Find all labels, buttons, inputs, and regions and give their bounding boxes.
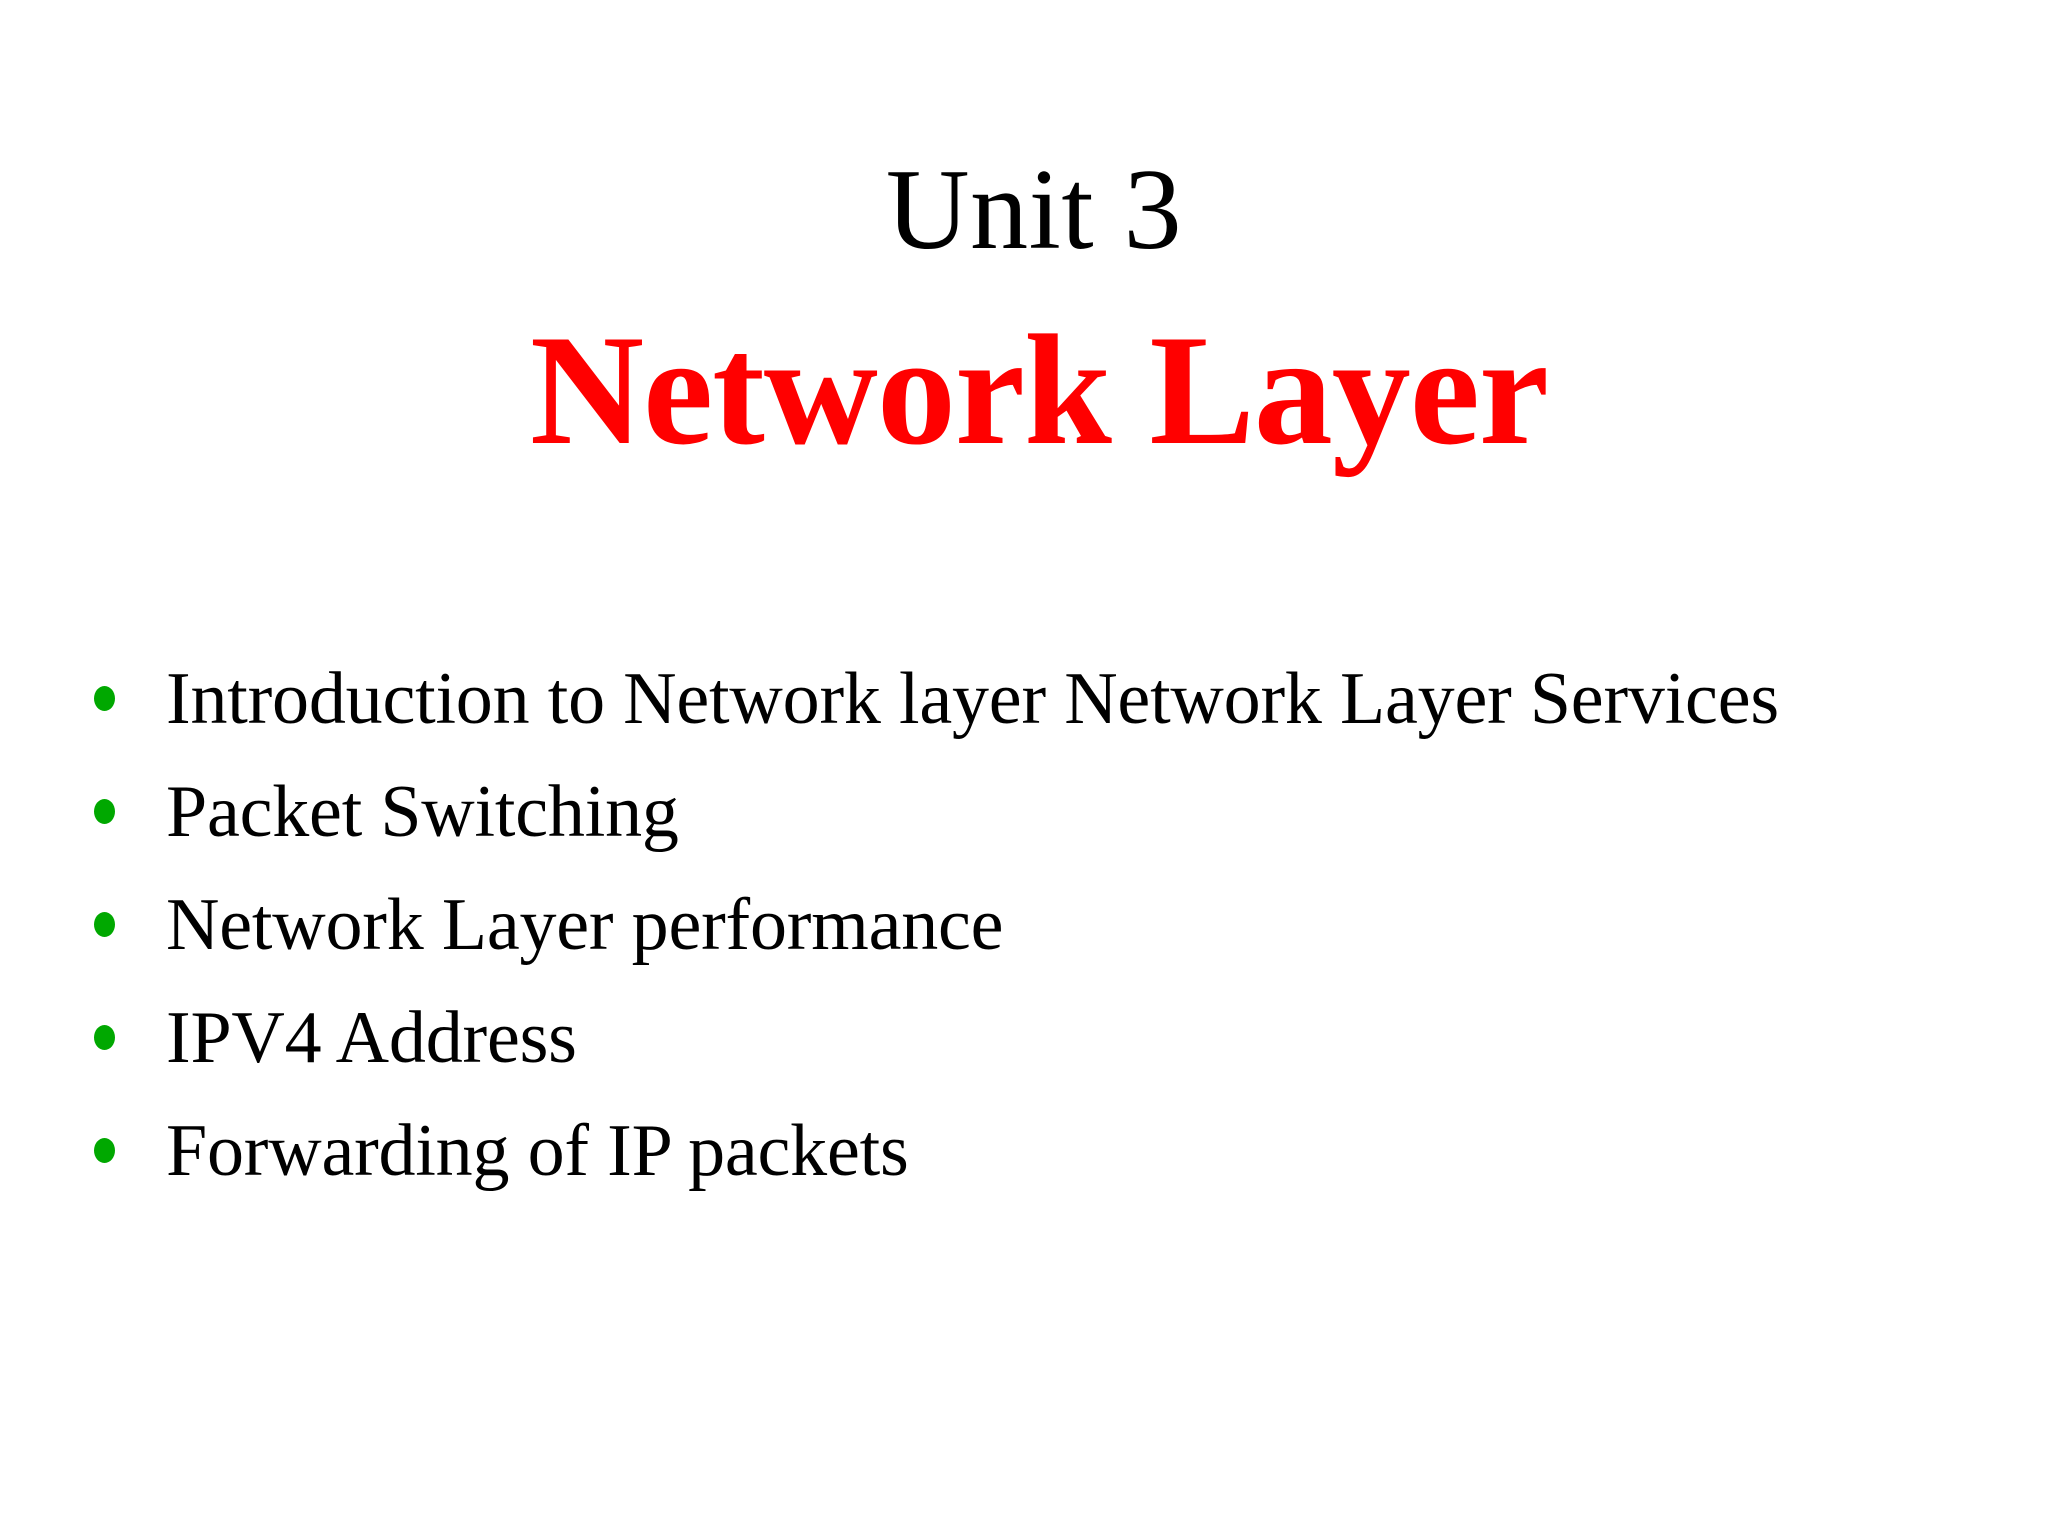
list-item-label: IPV4 Address [166,996,577,1079]
list-item-label: Network Layer performance [166,883,1004,966]
list-item: Forwarding of IP packets [0,1094,2048,1207]
bullet-dot-icon [94,1137,115,1163]
bullet-dot-icon [94,685,115,711]
topics-list: Introduction to Network layer Network La… [0,642,2048,1207]
page-title: Network Layer [529,302,1549,478]
bullet-dot-icon [94,1024,115,1050]
unit-title: Unit 3 [885,146,1183,274]
list-item-label: Introduction to Network layer Network La… [166,657,1779,740]
bullet-dot-icon [94,798,115,824]
list-item: Network Layer performance [0,868,2048,981]
list-item-label: Forwarding of IP packets [166,1109,909,1192]
bullet-dot-icon [94,911,115,937]
list-item: Introduction to Network layer Network La… [0,642,2048,755]
list-item-label: Packet Switching [166,770,679,853]
list-item: Packet Switching [0,755,2048,868]
list-item: IPV4 Address [0,981,2048,1094]
title-block: Unit 3 Network Layer [0,146,2048,478]
